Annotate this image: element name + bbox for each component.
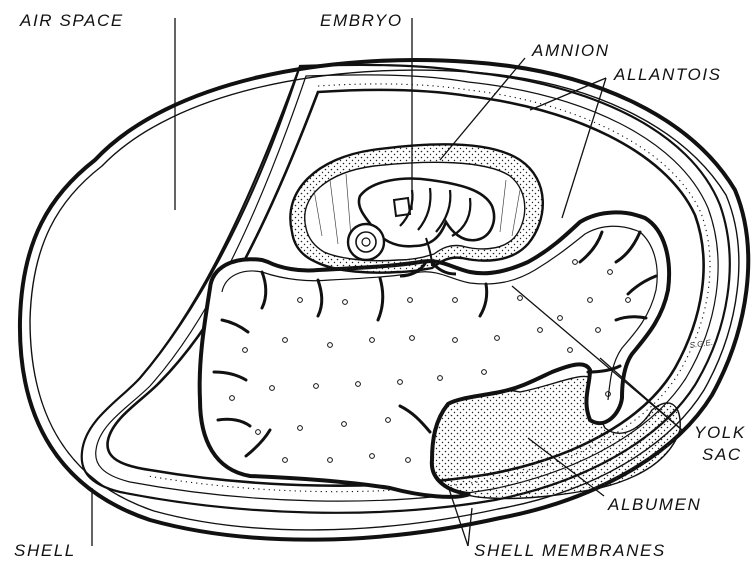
label-albumen: ALBUMEN (607, 495, 701, 514)
label-air-space: AIR SPACE (19, 11, 124, 30)
label-allantois: ALLANTOIS (613, 65, 722, 84)
artist-signature: S.G.E. (689, 338, 714, 350)
label-amnion: AMNION (531, 41, 610, 60)
label-shell-membranes: SHELL MEMBRANES (474, 541, 666, 560)
label-sac: SAC (702, 445, 742, 464)
label-yolk: YOLK (694, 423, 746, 442)
label-shell: SHELL (14, 541, 76, 560)
label-embryo: EMBRYO (320, 11, 403, 30)
